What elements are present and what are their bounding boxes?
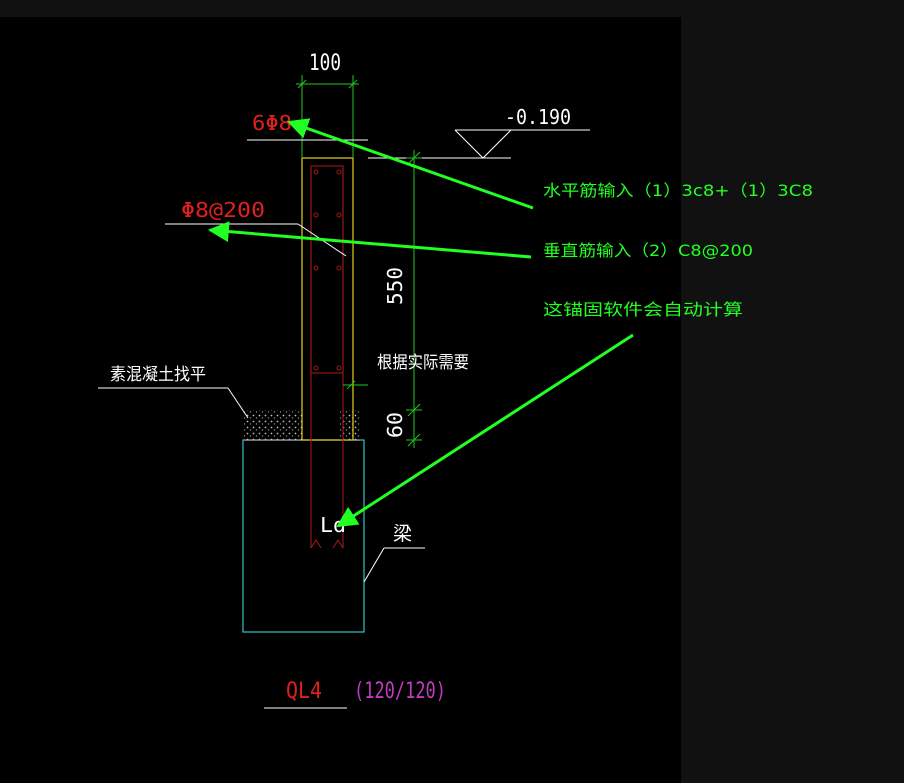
concrete-leveling-hatch-right — [340, 410, 360, 440]
top-toolbar-strip — [0, 0, 904, 17]
rebar-group — [310, 165, 344, 549]
concrete-leveling-leader-diag — [227, 387, 249, 419]
rebar-hook-left — [310, 538, 322, 549]
note-actual-need: 根据实际需要 — [377, 353, 469, 373]
rebar-dots — [313, 169, 342, 371]
parapet-wall-outline — [301, 157, 354, 441]
arrow-vertical-rebar — [207, 221, 532, 259]
arrow-anchorage — [336, 333, 634, 528]
dimension-top-label: 100 — [309, 51, 341, 76]
concrete-leveling-label: 素混凝土找平 — [110, 365, 206, 385]
dimension-vertical — [343, 150, 422, 448]
rebar-horizontal-label: 6Φ8 — [252, 111, 292, 135]
elevation-label: -0.190 — [505, 105, 571, 129]
beam-leader-diag — [363, 547, 385, 583]
dimension-top — [296, 75, 359, 158]
rebar-dot — [313, 212, 319, 218]
rebar-dot — [336, 212, 342, 218]
annotation-anchorage: 这锚固软件会自动计算 — [543, 300, 743, 319]
rebar-dot — [313, 265, 319, 271]
concrete-leveling-hatch — [244, 410, 302, 440]
rebar-dot — [313, 365, 319, 371]
rebar-dot — [336, 365, 342, 371]
section-name: QL4 — [286, 679, 322, 704]
annotation-vertical-rebar: 垂直筋输入（2）C8@200 — [543, 241, 753, 260]
rebar-dot — [313, 169, 319, 175]
beam-label: 梁 — [393, 523, 412, 545]
rebar-hook-right — [332, 538, 344, 549]
rebar-dot — [336, 265, 342, 271]
annotation-horizontal-rebar: 水平筋输入（1）3c8+（1）3C8 — [543, 181, 813, 200]
rebar-dot — [336, 169, 342, 175]
dimension-height-label: 550 — [383, 267, 407, 305]
right-empty-panel — [681, 17, 904, 783]
arrow-horizontal-rebar — [287, 118, 534, 210]
elevation-marker — [368, 129, 590, 159]
rebar-vertical-label: Φ8@200 — [181, 198, 265, 222]
dimension-bottom-label: 60 — [383, 412, 407, 438]
section-size: (120/120) — [354, 679, 446, 704]
